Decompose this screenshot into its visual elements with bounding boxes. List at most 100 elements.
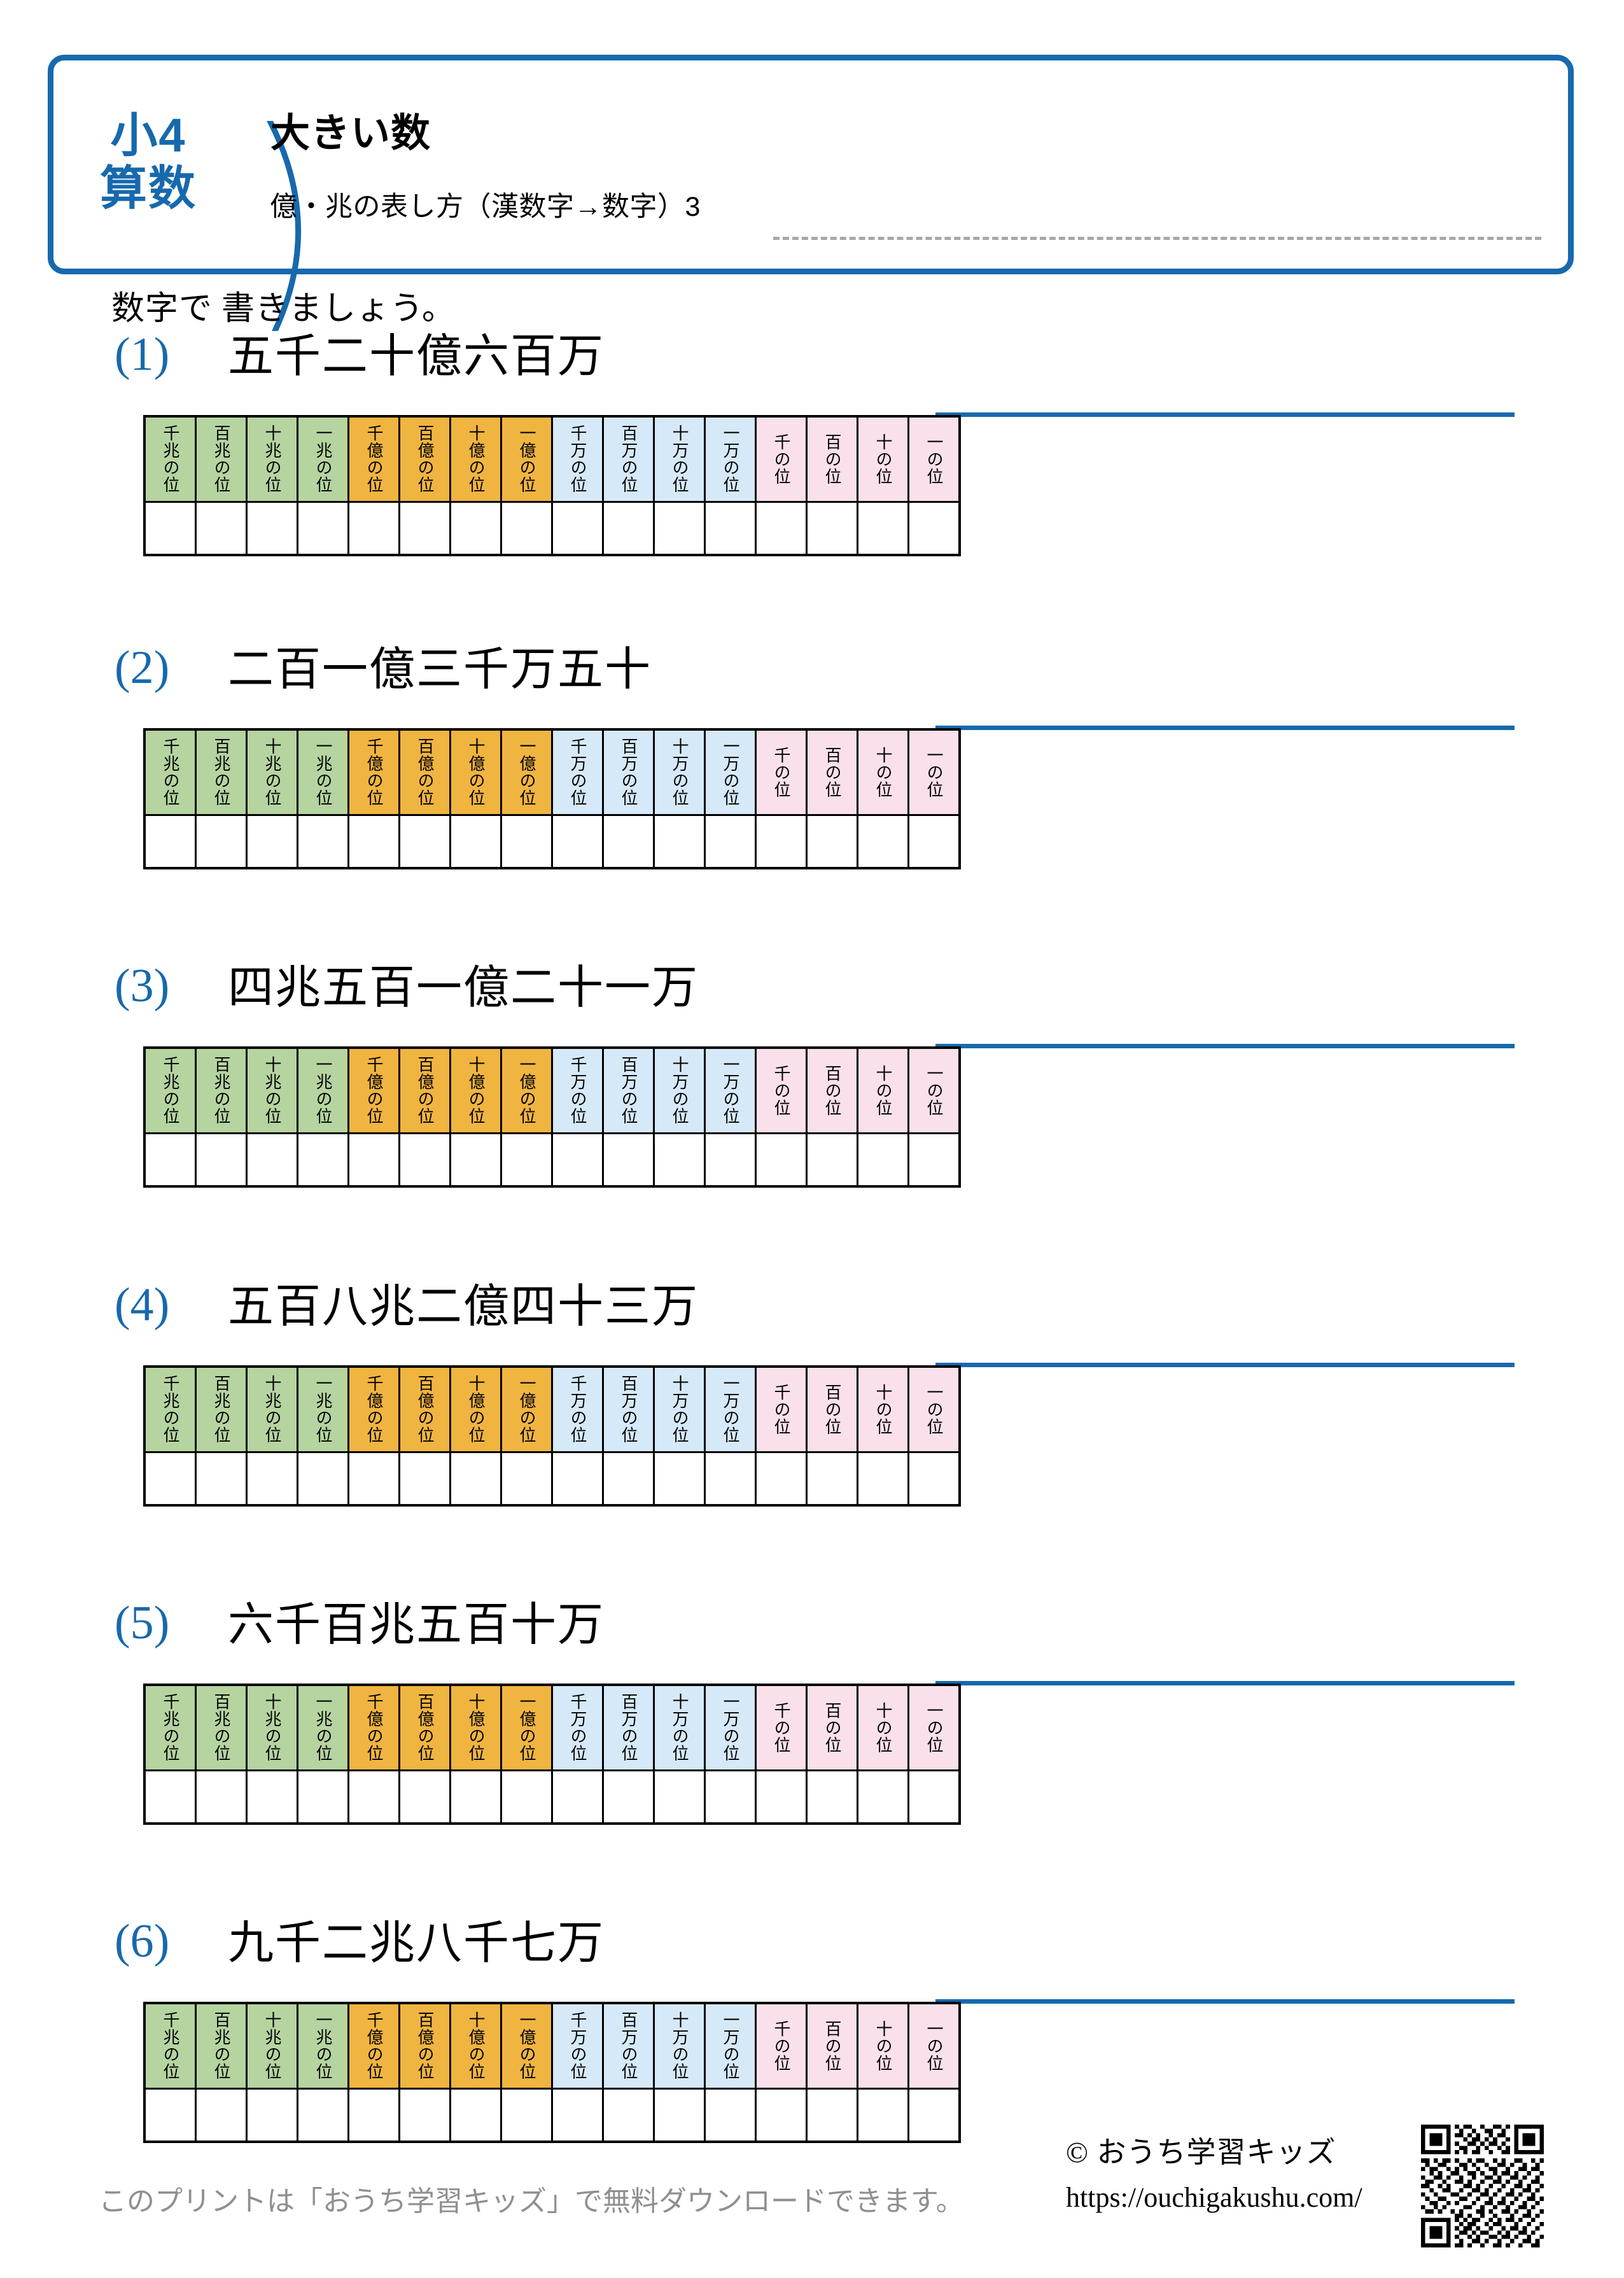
digit-entry-cell[interactable] (246, 500, 298, 556)
digit-entry-cell[interactable] (857, 500, 909, 556)
digit-entry-cell[interactable] (602, 1451, 655, 1506)
digit-entry-cell[interactable] (907, 1769, 961, 1824)
digit-entry-cell[interactable] (297, 1769, 349, 1824)
digit-entry-cell[interactable] (806, 1451, 858, 1506)
digit-entry-cell[interactable] (297, 1451, 349, 1506)
digit-entry-cell[interactable] (297, 813, 349, 869)
digit-entry-cell[interactable] (195, 2087, 248, 2142)
digit-entry-cell[interactable] (143, 1132, 197, 1187)
digit-entry-cell[interactable] (907, 1451, 961, 1506)
digit-entry-cell[interactable] (398, 1132, 451, 1187)
digit-entry-cell[interactable] (246, 1132, 298, 1187)
digit-entry-cell[interactable] (297, 1132, 349, 1187)
digit-entry-cell[interactable] (704, 500, 757, 556)
digit-entry-cell[interactable] (857, 813, 909, 869)
name-entry-line[interactable] (773, 237, 1541, 240)
answer-line[interactable] (935, 412, 1515, 417)
digit-entry-cell[interactable] (806, 813, 858, 869)
digit-entry-cell[interactable] (500, 813, 553, 869)
digit-entry-cell[interactable] (195, 1132, 248, 1187)
digit-entry-cell[interactable] (704, 1769, 757, 1824)
digit-entry-cell[interactable] (195, 500, 248, 556)
digit-entry-cell[interactable] (398, 813, 451, 869)
digit-entry-cell[interactable] (143, 1451, 197, 1506)
digit-entry-cell[interactable] (704, 1132, 757, 1187)
digit-entry-cell[interactable] (653, 1769, 706, 1824)
digit-entry-cell[interactable] (755, 2087, 808, 2142)
digit-entry-cell[interactable] (653, 1132, 706, 1187)
digit-entry-cell[interactable] (653, 1451, 706, 1506)
digit-entry-cell[interactable] (907, 2087, 961, 2142)
digit-entry-cell[interactable] (551, 1132, 604, 1187)
digit-entry-cell[interactable] (907, 500, 961, 556)
digit-entry-cell[interactable] (806, 2087, 858, 2142)
digit-entry-cell[interactable] (755, 813, 808, 869)
digit-entry-cell[interactable] (143, 500, 197, 556)
digit-entry-cell[interactable] (755, 1451, 808, 1506)
digit-entry-cell[interactable] (347, 2087, 400, 2142)
digit-entry-cell[interactable] (857, 1132, 909, 1187)
digit-entry-cell[interactable] (551, 500, 604, 556)
digit-entry-cell[interactable] (704, 1451, 757, 1506)
digit-entry-cell[interactable] (347, 813, 400, 869)
digit-entry-cell[interactable] (246, 2087, 298, 2142)
digit-entry-cell[interactable] (449, 1769, 502, 1824)
digit-entry-cell[interactable] (806, 500, 858, 556)
digit-entry-cell[interactable] (449, 500, 502, 556)
digit-entry-cell[interactable] (755, 1769, 808, 1824)
digit-entry-cell[interactable] (143, 2087, 197, 2142)
digit-entry-cell[interactable] (755, 500, 808, 556)
digit-entry-cell[interactable] (704, 2087, 757, 2142)
digit-entry-cell[interactable] (195, 1451, 248, 1506)
digit-entry-cell[interactable] (449, 2087, 502, 2142)
digit-entry-cell[interactable] (500, 500, 553, 556)
digit-entry-cell[interactable] (653, 500, 706, 556)
answer-line[interactable] (935, 1363, 1515, 1367)
digit-entry-cell[interactable] (195, 813, 248, 869)
digit-entry-cell[interactable] (755, 1132, 808, 1187)
digit-entry-cell[interactable] (449, 813, 502, 869)
digit-entry-cell[interactable] (246, 1451, 298, 1506)
digit-entry-cell[interactable] (195, 1769, 248, 1824)
digit-entry-cell[interactable] (246, 813, 298, 869)
website-url[interactable]: https://ouchigakushu.com/ (1066, 2182, 1362, 2213)
digit-entry-cell[interactable] (551, 813, 604, 869)
digit-entry-cell[interactable] (398, 1769, 451, 1824)
digit-entry-cell[interactable] (398, 500, 451, 556)
digit-entry-cell[interactable] (602, 2087, 655, 2142)
digit-entry-cell[interactable] (449, 1132, 502, 1187)
digit-entry-cell[interactable] (398, 1451, 451, 1506)
digit-entry-cell[interactable] (704, 813, 757, 869)
digit-entry-cell[interactable] (551, 1769, 604, 1824)
digit-entry-cell[interactable] (551, 1451, 604, 1506)
digit-entry-cell[interactable] (500, 1769, 553, 1824)
digit-entry-cell[interactable] (551, 2087, 604, 2142)
digit-entry-cell[interactable] (500, 1451, 553, 1506)
digit-entry-cell[interactable] (907, 1132, 961, 1187)
answer-line[interactable] (935, 1999, 1515, 2004)
digit-entry-cell[interactable] (449, 1451, 502, 1506)
digit-entry-cell[interactable] (907, 813, 961, 869)
digit-entry-cell[interactable] (806, 1769, 858, 1824)
digit-entry-cell[interactable] (602, 1769, 655, 1824)
digit-entry-cell[interactable] (500, 2087, 553, 2142)
digit-entry-cell[interactable] (857, 2087, 909, 2142)
digit-entry-cell[interactable] (297, 500, 349, 556)
digit-entry-cell[interactable] (398, 2087, 451, 2142)
digit-entry-cell[interactable] (602, 500, 655, 556)
answer-line[interactable] (935, 726, 1515, 730)
digit-entry-cell[interactable] (857, 1451, 909, 1506)
digit-entry-cell[interactable] (347, 1451, 400, 1506)
digit-entry-cell[interactable] (246, 1769, 298, 1824)
digit-entry-cell[interactable] (143, 813, 197, 869)
digit-entry-cell[interactable] (347, 1769, 400, 1824)
digit-entry-cell[interactable] (602, 813, 655, 869)
digit-entry-cell[interactable] (806, 1132, 858, 1187)
digit-entry-cell[interactable] (347, 500, 400, 556)
digit-entry-cell[interactable] (143, 1769, 197, 1824)
digit-entry-cell[interactable] (602, 1132, 655, 1187)
digit-entry-cell[interactable] (297, 2087, 349, 2142)
digit-entry-cell[interactable] (653, 2087, 706, 2142)
answer-line[interactable] (935, 1681, 1515, 1685)
digit-entry-cell[interactable] (347, 1132, 400, 1187)
